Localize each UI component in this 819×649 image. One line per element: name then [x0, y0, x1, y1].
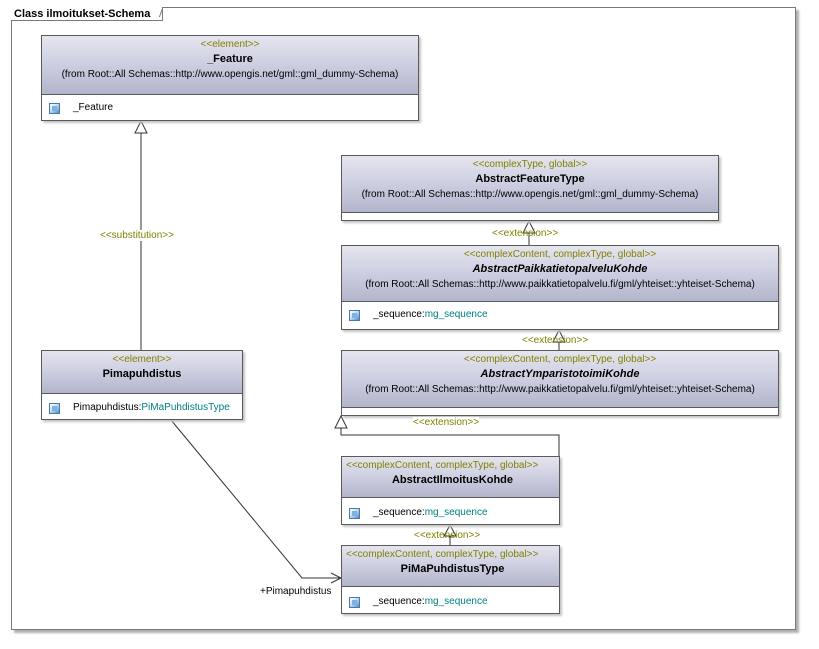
attribute-row[interactable]: _sequence:mg_sequence	[342, 503, 559, 523]
class-origin: (from Root::All Schemas::http://www.paik…	[365, 384, 755, 395]
attribute-icon	[349, 597, 360, 608]
class-origin: (from Root::All Schemas::http://www.open…	[61, 69, 399, 80]
class-name: _Feature	[207, 53, 253, 65]
class-abstract-ilmoitus-kohde[interactable]: <<complexContent, complexType, global>> …	[341, 456, 560, 525]
attribute-type: mg_sequence	[424, 507, 488, 518]
substitution-label: <<substitution>>	[100, 230, 174, 241]
class-name: Pimapuhdistus	[102, 368, 182, 380]
attribute-row[interactable]: _sequence:mg_sequence	[342, 305, 778, 325]
attribute-name: _Feature	[73, 102, 114, 113]
attribute-name: _sequence:	[373, 596, 425, 607]
attribute-type: mg_sequence	[424, 596, 488, 607]
attribute-icon	[349, 508, 360, 519]
stereotype-label: <<element>>	[200, 39, 260, 50]
diagram-title: Class ilmoitukset-Schema	[11, 7, 163, 21]
attribute-type: PiMaPuhdistusType	[141, 402, 230, 413]
attribute-icon	[49, 403, 60, 414]
stereotype-label: <<complexContent, complexType, global>>	[463, 249, 657, 260]
class-abstract-feature-type[interactable]: <<complexType, global>> AbstractFeatureT…	[341, 155, 719, 221]
class-name: AbstractPaikkatietopalveluKohde	[472, 263, 648, 275]
attribute-name: _sequence:	[373, 309, 425, 320]
class-origin: (from Root::All Schemas::http://www.open…	[361, 189, 699, 200]
stereotype-label: <<element>>	[112, 354, 172, 365]
extension-label: <<extension>>	[414, 530, 481, 541]
stereotype-label: <<complexType, global>>	[472, 159, 588, 170]
class-origin: (from Root::All Schemas::http://www.paik…	[365, 279, 755, 290]
class-name: AbstractIlmoitusKohde	[391, 474, 513, 486]
attribute-name: _sequence:	[373, 507, 425, 518]
class-feature[interactable]: <<element>> _Feature (from Root::All Sch…	[41, 35, 419, 121]
extension-label: <<extension>>	[492, 228, 559, 239]
attribute-row[interactable]: Pimapuhdistus:PiMaPuhdistusType	[42, 398, 242, 418]
frame-tab-corner	[158, 7, 164, 17]
class-name: AbstractYmparistotoimiKohde	[480, 368, 640, 380]
class-pimapuhdistus[interactable]: <<element>> Pimapuhdistus Pimapuhdistus:…	[41, 350, 243, 420]
class-pimapuhdistus-type[interactable]: <<complexContent, complexType, global>> …	[341, 545, 560, 614]
attribute-row[interactable]: _Feature	[42, 98, 418, 118]
stereotype-label: <<complexContent, complexType, global>>	[346, 460, 539, 471]
class-name: PiMaPuhdistusType	[400, 563, 505, 575]
attribute-icon	[349, 310, 360, 321]
class-name: AbstractFeatureType	[475, 173, 585, 185]
attribute-type: mg_sequence	[424, 309, 488, 320]
class-abstract-paikkatietopalvelu-kohde[interactable]: <<complexContent, complexType, global>> …	[341, 245, 779, 330]
stereotype-label: <<complexContent, complexType, global>>	[463, 354, 657, 365]
association-role-label: +Pimapuhdistus	[260, 586, 332, 597]
stereotype-label: <<complexContent, complexType, global>>	[346, 549, 539, 560]
extension-label: <<extension>>	[522, 335, 589, 346]
class-abstract-ymparistotoimi-kohde[interactable]: <<complexContent, complexType, global>> …	[341, 350, 779, 416]
attribute-name: Pimapuhdistus:	[73, 402, 142, 413]
attribute-icon	[49, 103, 60, 114]
extension-label: <<extension>>	[413, 417, 480, 428]
attribute-row[interactable]: _sequence:mg_sequence	[342, 592, 559, 612]
